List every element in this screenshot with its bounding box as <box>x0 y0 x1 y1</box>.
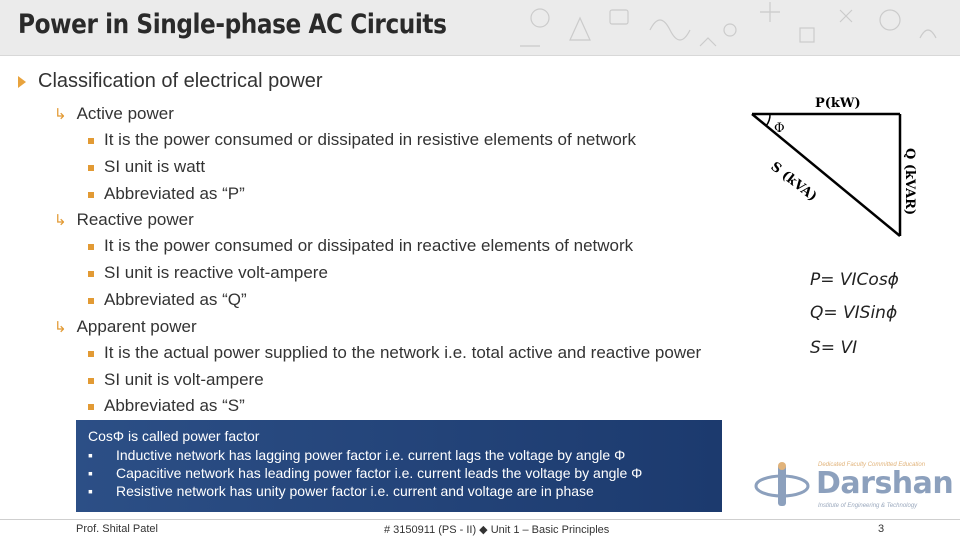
list-item: It is the power consumed or dissipated i… <box>88 236 633 256</box>
bullet-icon: ▪ <box>88 465 93 481</box>
list-item: Abbreviated as “Q” <box>88 290 247 310</box>
formula-s: S= VI <box>810 338 858 358</box>
title-bar: Power in Single-phase AC Circuits <box>0 0 960 56</box>
square-bullet-icon <box>88 403 94 410</box>
angle-arc <box>765 113 771 127</box>
list-item: ▪Resistive network has unity power facto… <box>88 483 594 499</box>
list-item: SI unit is volt-ampere <box>88 370 264 390</box>
hook-arrow-icon: ↳ <box>54 106 67 123</box>
list-item: ▪Inductive network has lagging power fac… <box>88 447 626 463</box>
logo-tagline-top: Dedicated Faculty Committed Education <box>818 462 926 468</box>
square-bullet-icon <box>88 137 94 144</box>
footer-divider <box>0 519 960 520</box>
angle-label: Φ <box>774 121 785 136</box>
power-triangle-diagram: P(kW) Φ S (kVA) Q (kVAR) <box>751 96 917 237</box>
bullet-icon: ▪ <box>88 483 93 499</box>
classification-heading: Classification of electrical power <box>18 70 323 93</box>
square-bullet-icon <box>88 377 94 384</box>
power-factor-heading: CosΦ is called power factor <box>88 428 260 444</box>
list-item: ▪Capacitive network has leading power fa… <box>88 465 643 481</box>
square-bullet-icon <box>88 243 94 250</box>
s-label: S (kVA) <box>768 159 820 204</box>
list-item: SI unit is reactive volt-ampere <box>88 263 328 283</box>
list-item-reactive-power: ↳Reactive power <box>54 210 194 229</box>
logo-tagline-bottom: Institute of Engineering & Technology <box>818 503 918 509</box>
hook-arrow-icon: ↳ <box>54 212 67 229</box>
page-number: 3 <box>878 523 885 535</box>
list-item: Abbreviated as “S” <box>88 396 245 416</box>
background-doodles <box>520 2 937 47</box>
list-item-active-power: ↳Active power <box>54 104 174 123</box>
logo-mark-icon <box>754 462 810 506</box>
p-label: P(kW) <box>815 96 861 111</box>
list-item: It is the power consumed or dissipated i… <box>88 130 636 150</box>
hook-arrow-icon: ↳ <box>54 319 67 336</box>
logo-name: Darshan <box>816 466 954 501</box>
s-side <box>751 113 901 237</box>
bullet-icon: ▪ <box>88 447 93 463</box>
footer-author: Prof. Shital Patel <box>76 523 158 535</box>
list-item: Abbreviated as “P” <box>88 184 245 204</box>
q-label: Q (kVAR) <box>902 148 917 215</box>
list-item: SI unit is watt <box>88 157 205 177</box>
list-item: It is the actual power supplied to the n… <box>88 343 701 363</box>
caret-right-icon <box>18 75 26 88</box>
square-bullet-icon <box>88 350 94 357</box>
formula-p: P= VICosϕ <box>810 270 899 290</box>
power-factor-box: CosΦ is called power factor ▪Inductive n… <box>76 420 722 512</box>
list-item-apparent-power: ↳Apparent power <box>54 317 197 336</box>
formula-q: Q= VISinϕ <box>810 303 898 323</box>
square-bullet-icon <box>88 297 94 304</box>
darshan-logo: Dedicated Faculty Committed Education Da… <box>752 460 954 510</box>
square-bullet-icon <box>88 270 94 277</box>
footer-course: # 3150911 (PS - II) ◆ Unit 1 – Basic Pri… <box>384 524 610 536</box>
square-bullet-icon <box>88 164 94 171</box>
square-bullet-icon <box>88 191 94 198</box>
slide-title: Power in Single-phase AC Circuits <box>18 9 447 40</box>
